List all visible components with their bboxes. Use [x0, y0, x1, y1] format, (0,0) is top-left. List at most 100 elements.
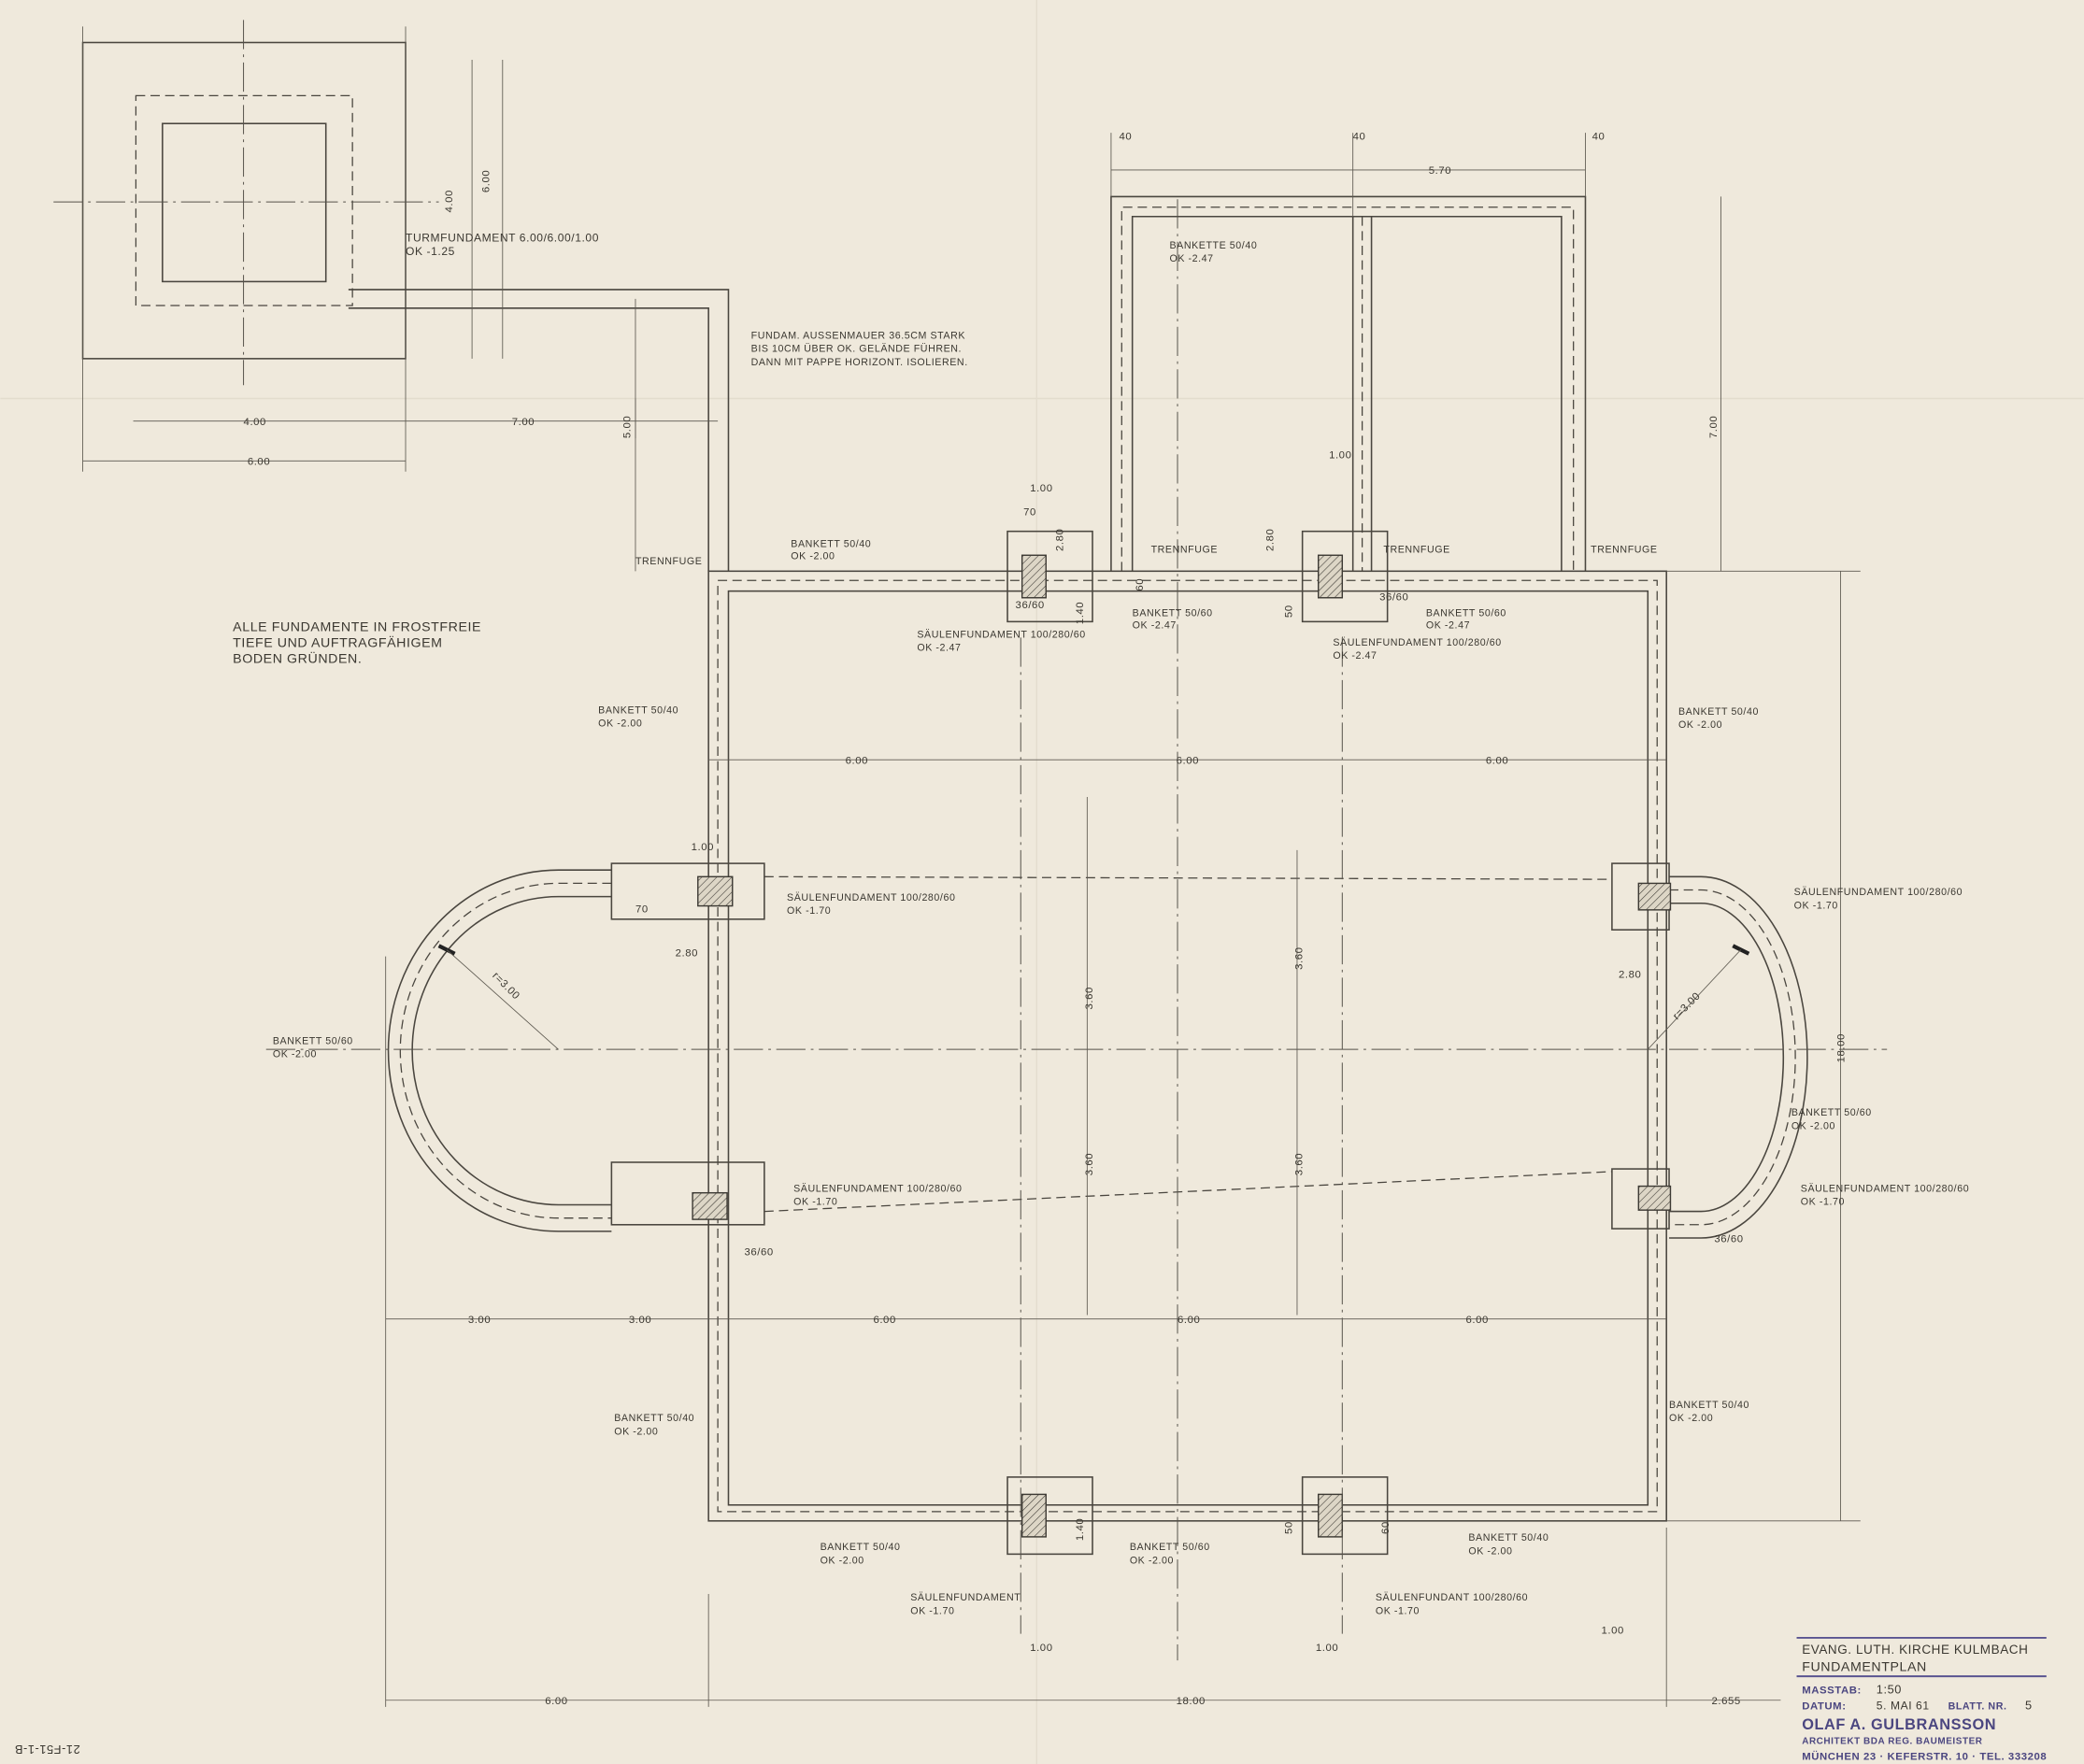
- dimension-value: 36/60: [1379, 592, 1408, 604]
- dimension-value: 7.00: [1708, 416, 1720, 438]
- dimension-value: 36/60: [1714, 1233, 1743, 1245]
- connecting-wall: [82, 59, 730, 572]
- foundation-label: OK -1.70: [793, 1196, 837, 1207]
- dimension-value: 2.80: [1619, 969, 1641, 980]
- foundation-label: SÄULENFUNDAMENT 100/280/60: [793, 1183, 962, 1194]
- title-block-rules: [1796, 1636, 2047, 1678]
- column-foundations: [610, 530, 1672, 1556]
- foundation-label: BANKETT 50/40: [1669, 1400, 1749, 1411]
- foundation-label: TRENNFUGE: [1591, 544, 1657, 555]
- dimension-value: 6.00: [873, 1315, 895, 1326]
- foundation-label: OK -2.00: [791, 551, 835, 562]
- outer-wall-note: BIS 10CM ÜBER OK. GELÄNDE FÜHREN.: [751, 344, 962, 355]
- dimension-value: 40: [1592, 131, 1606, 142]
- foundation-label: BANKETTE 50/40: [1169, 240, 1257, 251]
- foundation-label: BANKETT 50/40: [614, 1413, 694, 1424]
- dimension-value: 5.70: [1429, 165, 1451, 177]
- foundation-label: OK -2.47: [1133, 619, 1177, 631]
- general-note-line: BODEN GRÜNDEN.: [233, 649, 362, 666]
- dimension-value: 1.00: [1602, 1626, 1624, 1637]
- project-title: EVANG. LUTH. KIRCHE KULMBACH: [1802, 1643, 2028, 1657]
- dimension-value: 2.80: [676, 948, 698, 960]
- dimension-value: 60: [1380, 1521, 1392, 1534]
- dimension-value: 3.00: [629, 1315, 651, 1326]
- foundation-label: SÄULENFUNDANT 100/280/60: [1376, 1592, 1528, 1603]
- dimension-value: 2.655: [1712, 1696, 1741, 1707]
- dimension-value: 40: [1119, 131, 1132, 142]
- dimension-value: 6.00: [248, 457, 270, 468]
- dimension-value: 70: [1023, 507, 1036, 519]
- foundation-label: OK -1.70: [1801, 1196, 1845, 1207]
- general-note-line: ALLE FUNDAMENTE IN FROSTFREIE: [233, 619, 481, 634]
- dimension-value: 60: [1135, 578, 1146, 591]
- foundation-label: OK -2.00: [1130, 1555, 1174, 1566]
- dimension-value: 18.00: [1177, 1696, 1206, 1707]
- foundation-label: BANKETT 50/60: [1791, 1107, 1872, 1118]
- sheet-label: BLATT. NR.: [1948, 1701, 2007, 1713]
- foundation-label: OK -1.70: [910, 1605, 954, 1616]
- dimension-value: 4.00: [244, 417, 266, 428]
- foundation-label: OK -2.00: [821, 1555, 864, 1566]
- dimension-value: 1.00: [1030, 1643, 1052, 1654]
- foundation-label: OK -1.70: [787, 905, 831, 917]
- outer-wall-note: DANN MIT PAPPE HORIZONT. ISOLIEREN.: [751, 357, 968, 368]
- outer-wall-note: FUNDAM. AUSSENMAUER 36.5CM STARK: [751, 331, 965, 342]
- foundation-label: BANKETT 50/60: [1133, 608, 1213, 619]
- dimension-value: r=3.00: [1671, 990, 1703, 1022]
- dimension-value: 3.60: [1084, 1153, 1095, 1175]
- tower-foundation-note: TURMFUNDAMENT 6.00/6.00/1.00: [406, 232, 599, 245]
- dimension-value: 40: [1353, 131, 1366, 142]
- foundation-label: SÄULENFUNDAMENT 100/280/60: [1333, 637, 1501, 648]
- archive-number: 21-F51-1-B: [14, 1743, 79, 1757]
- foundation-label: BANKETT 50/40: [1678, 706, 1759, 718]
- axes: [265, 199, 1888, 1661]
- foundation-label: TRENNFUGE: [635, 556, 702, 567]
- dimension-value: 6.00: [1178, 1315, 1200, 1326]
- dimension-value: 6.00: [1466, 1315, 1489, 1326]
- dimension-value: 50: [1283, 1521, 1294, 1534]
- foundation-label: OK -2.00: [598, 718, 642, 730]
- drawing-title: FUNDAMENTPLAN: [1802, 1659, 1927, 1674]
- foundation-label: OK -1.70: [1376, 1605, 1420, 1616]
- dimension-value: 2.80: [1055, 529, 1066, 551]
- dimension-value: 1.00: [692, 842, 714, 853]
- dimension-value: 6.00: [846, 755, 868, 766]
- nave-foundation: [707, 570, 1667, 1522]
- foundation-label: OK -2.00: [1791, 1120, 1835, 1131]
- foundation-label: SÄULENFUNDAMENT 100/280/60: [787, 892, 955, 903]
- tower-foundation: [53, 20, 439, 472]
- foundation-label: BANKETT 50/60: [1426, 608, 1506, 619]
- foundation-label: BANKETT 50/40: [1468, 1532, 1549, 1544]
- foundation-label: BANKETT 50/60: [1130, 1542, 1210, 1553]
- foundation-label: OK -2.00: [614, 1426, 658, 1437]
- foundation-label: SÄULENFUNDAMENT 100/280/60: [1794, 887, 1963, 898]
- scale-value: 1:50: [1877, 1683, 1902, 1697]
- foundation-label: TRENNFUGE: [1383, 544, 1449, 555]
- dimension-value: 3.60: [1294, 946, 1306, 969]
- scale-label: MASSTAB:: [1802, 1686, 1862, 1697]
- architect-name: OLAF A. GULBRANSSON: [1802, 1716, 1996, 1733]
- foundation-label: BANKETT 50/40: [821, 1542, 901, 1553]
- dimension-value: 70: [635, 904, 649, 916]
- foundation-label: OK -2.00: [1678, 719, 1722, 731]
- dimension-value: 4.00: [444, 190, 455, 212]
- foundation-label: OK -2.47: [1169, 253, 1213, 264]
- foundation-label: SÄULENFUNDAMENT 100/280/60: [917, 629, 1085, 640]
- dimension-value: r=3.00: [490, 971, 521, 1003]
- architect-title: ARCHITEKT BDA REG. BAUMEISTER: [1802, 1737, 1982, 1747]
- date-label: DATUM:: [1802, 1701, 1846, 1713]
- foundation-label: BANKETT 50/40: [598, 704, 678, 716]
- foundation-label: BANKETT 50/60: [273, 1035, 353, 1046]
- dimension-value: 5.00: [621, 416, 633, 438]
- dimension-value: 6.00: [1177, 755, 1199, 766]
- foundation-label: OK -2.47: [917, 643, 961, 654]
- foundation-label: BANKETT 50/40: [791, 539, 871, 550]
- foundation-label: OK -2.00: [273, 1049, 317, 1060]
- dimension-value: 3.60: [1084, 987, 1095, 1009]
- dimension-value: 36/60: [745, 1246, 774, 1258]
- general-note-line: TIEFE UND AUFTRAGFÄHIGEM: [233, 634, 442, 650]
